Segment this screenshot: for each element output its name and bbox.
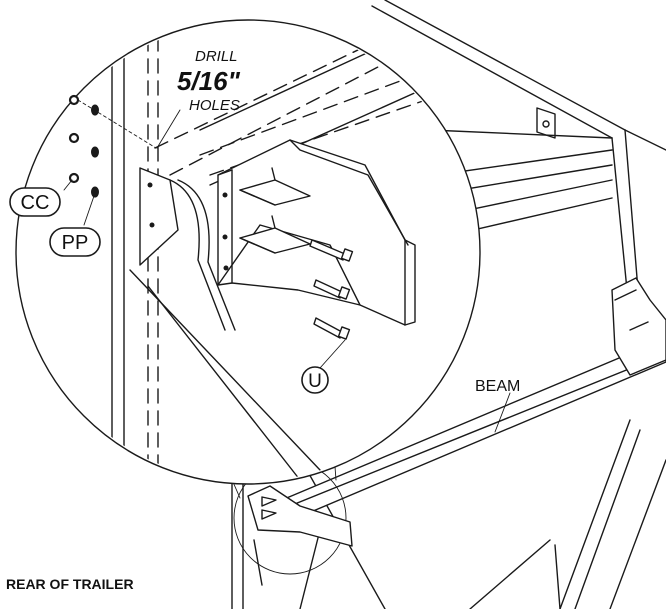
- enlarged-detail-view: [15, 19, 481, 485]
- bolt-u-3: [313, 317, 351, 340]
- bolt-u-1: [309, 239, 354, 262]
- callout-pp: PP: [49, 227, 101, 257]
- rear-of-trailer-label: REAR OF TRAILER: [6, 576, 134, 592]
- drill-size-label: 5/16": [177, 66, 241, 96]
- callout-cc: CC: [9, 187, 61, 217]
- beam-label: BEAM: [475, 378, 520, 395]
- bolt-u-2: [313, 279, 351, 300]
- svg-text:PP: PP: [62, 232, 89, 254]
- drill-holes-note: DRILL 5/16" HOLES: [177, 48, 241, 114]
- detail-circle-outline: [15, 19, 481, 485]
- svg-text:U: U: [308, 371, 322, 392]
- holes-label: HOLES: [189, 97, 240, 114]
- svg-text:CC: CC: [21, 192, 50, 214]
- drill-label: DRILL: [195, 48, 238, 65]
- callout-u: U: [301, 366, 329, 394]
